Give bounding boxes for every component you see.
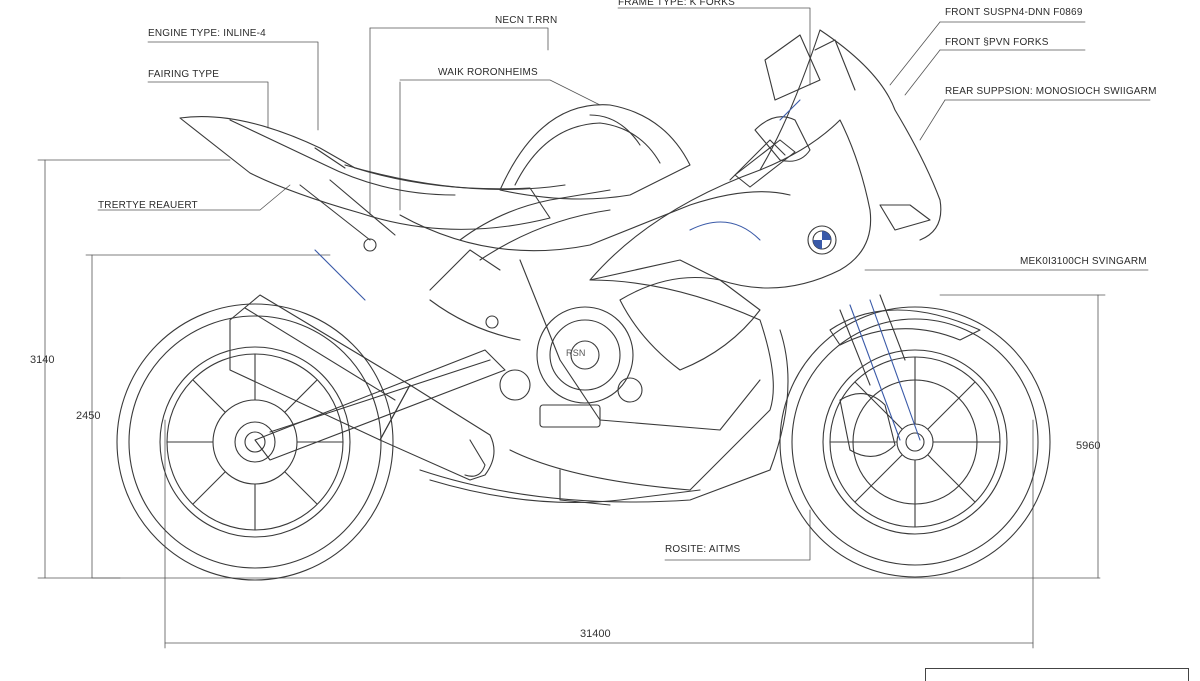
engine-type-label: ENGINE TYPE: INLINE-4	[148, 28, 266, 39]
tank-label: WAIK RORONHEIMS	[438, 67, 538, 78]
front-suspension-label: FRONT SUSPN4-DNN F0869	[945, 7, 1083, 18]
rear-wheel	[116, 303, 394, 581]
handlebar	[734, 99, 811, 188]
front-height-dimension: 5960	[1076, 440, 1101, 452]
seat-height-dimension: 2450	[76, 410, 101, 422]
bottom-label: ROSITE: AITMS	[665, 544, 741, 555]
overall-height-dimension: 3140	[30, 354, 55, 366]
wheelbase-dimension: 31400	[580, 628, 611, 640]
frame-type-rear-label: TRERTYE REAUERT	[98, 200, 198, 211]
neck-turn-label: NECN T.RRN	[495, 15, 558, 26]
engine-cover-text: RSN	[566, 348, 586, 358]
belly-pan	[429, 469, 701, 506]
dimension-lines	[37, 159, 1149, 649]
swingarm	[254, 349, 506, 461]
frame-type-forks-label: FRAME TYPE: K FORKS	[618, 0, 735, 8]
tail-section	[179, 116, 566, 301]
fuel-tank	[499, 104, 691, 200]
front-wheel	[779, 306, 1051, 578]
frame	[363, 189, 791, 431]
front-fairing	[419, 29, 942, 503]
front-forks-label: FRONT §PVN FORKS	[945, 37, 1049, 48]
leader-lines	[97, 7, 1151, 561]
front-suspension	[829, 294, 981, 441]
exhaust	[229, 294, 495, 481]
bmw-roundel-icon	[813, 231, 831, 249]
mono-swingarm-label: MEK0I3100CH SVINGARM	[1020, 256, 1147, 267]
rear-suspension-label: REAR SUPPSION: MONOSIOCH SWIIGARM	[945, 86, 1157, 97]
fairing-type-label: FAIRING TYPE	[148, 69, 220, 80]
